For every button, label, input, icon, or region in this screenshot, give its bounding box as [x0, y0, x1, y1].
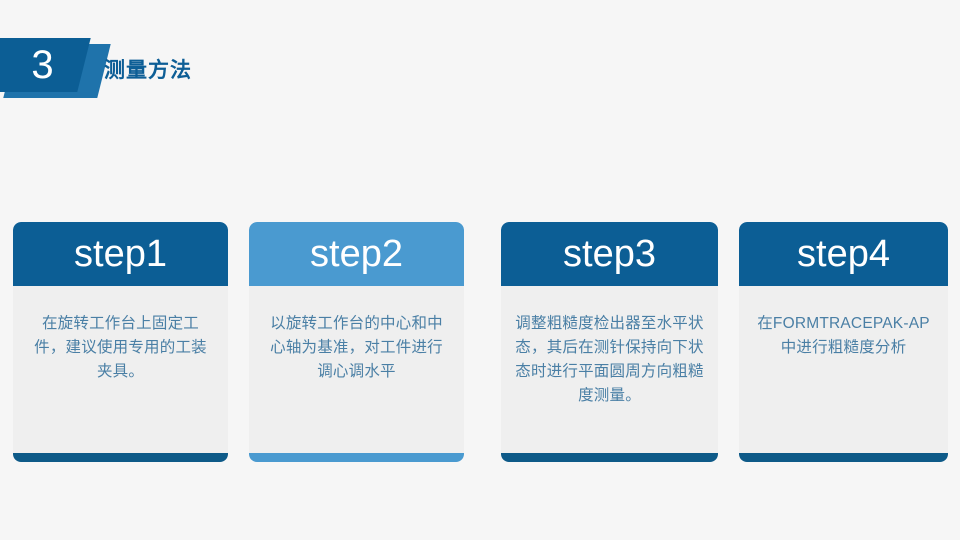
step-card-2-body: 以旋转工作台的中心和中心轴为基准，对工件进行调心调水平 [249, 286, 464, 453]
step-card-1-footer [13, 453, 228, 462]
step-card-3-footer [501, 453, 718, 462]
step-card-4-body: 在FORMTRACEPAK-AP中进行粗糙度分析 [739, 286, 948, 453]
step-card-4[interactable]: step4 在FORMTRACEPAK-AP中进行粗糙度分析 [739, 222, 948, 462]
section-number-badge: 3 [0, 30, 120, 105]
step-card-3-body: 调整粗糙度检出器至水平状态，其后在测针保持向下状态时进行平面圆周方向粗糙度测量。 [501, 286, 718, 453]
step-card-4-header: step4 [739, 222, 948, 286]
step-card-2-text: 以旋转工作台的中心和中心轴为基准，对工件进行调心调水平 [270, 315, 443, 381]
step-card-2-footer [249, 453, 464, 462]
step-card-3-title: step3 [563, 233, 656, 275]
step-card-2-title: step2 [310, 233, 403, 275]
step-card-1-body: 在旋转工作台上固定工件，建议使用专用的工装夹具。 [13, 286, 228, 453]
step-card-2-header: step2 [249, 222, 464, 286]
step-card-list: step1 在旋转工作台上固定工件，建议使用专用的工装夹具。 step2 以旋转… [0, 222, 960, 462]
step-card-4-title: step4 [797, 233, 890, 275]
step-card-3[interactable]: step3 调整粗糙度检出器至水平状态，其后在测针保持向下状态时进行平面圆周方向… [501, 222, 718, 462]
step-card-3-header: step3 [501, 222, 718, 286]
step-card-3-text: 调整粗糙度检出器至水平状态，其后在测针保持向下状态时进行平面圆周方向粗糙度测量。 [515, 315, 704, 405]
step-card-1-header: step1 [13, 222, 228, 286]
slide-header: 3 测量方法 [0, 0, 960, 130]
step-card-4-text: 在FORMTRACEPAK-AP中进行粗糙度分析 [757, 315, 930, 357]
step-card-4-footer [739, 453, 948, 462]
page-title: 测量方法 [104, 59, 192, 82]
step-card-1[interactable]: step1 在旋转工作台上固定工件，建议使用专用的工装夹具。 [13, 222, 228, 462]
badge-number: 3 [31, 43, 55, 87]
step-card-1-title: step1 [74, 233, 167, 275]
step-card-1-text: 在旋转工作台上固定工件，建议使用专用的工装夹具。 [34, 315, 207, 381]
step-card-2[interactable]: step2 以旋转工作台的中心和中心轴为基准，对工件进行调心调水平 [249, 222, 464, 462]
